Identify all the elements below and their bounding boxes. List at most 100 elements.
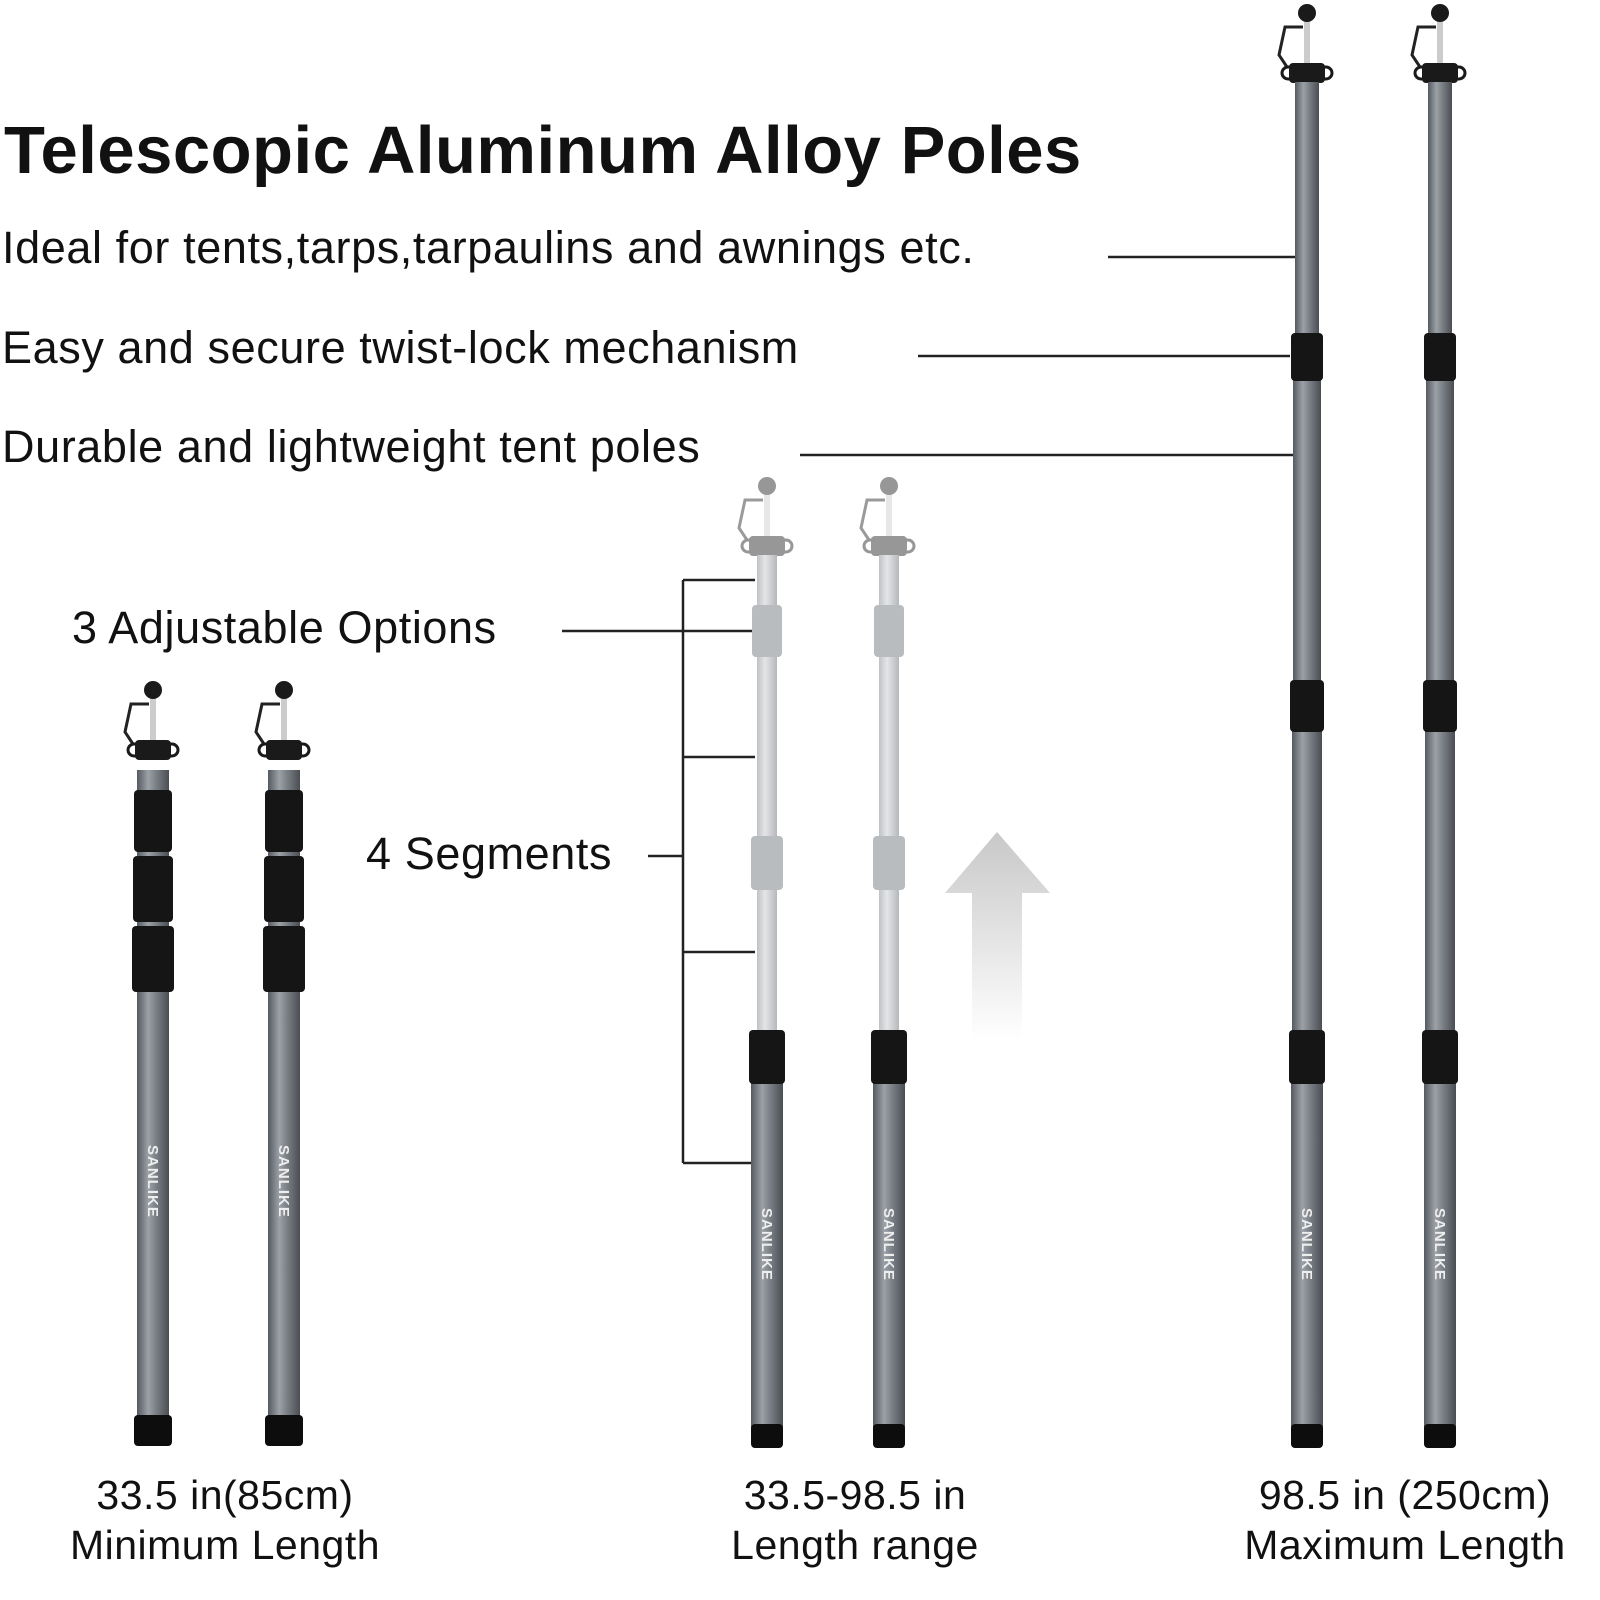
pole-clip	[1277, 25, 1303, 68]
pole-clip	[859, 498, 885, 541]
caption-minimum: 33.5 in(85cm) Minimum Length	[20, 1470, 430, 1570]
brand-logo: SANLIKE	[758, 1208, 775, 1281]
twist-lock-collar	[871, 1030, 907, 1084]
pole-tube	[1425, 700, 1455, 1060]
pole-ring	[1280, 65, 1334, 81]
twist-lock-collar	[1290, 680, 1324, 732]
twist-lock-collar	[264, 856, 304, 922]
pole-cap	[871, 536, 907, 556]
pole-ring	[126, 742, 180, 758]
caption-maximum-label: Maximum Length	[1244, 1522, 1566, 1568]
twist-lock-collar	[752, 605, 782, 657]
pole-tube	[873, 1060, 905, 1430]
up-arrow-icon	[945, 832, 1050, 1040]
feature-twist-lock: Easy and secure twist-lock mechanism	[2, 322, 799, 373]
feature-use: Ideal for tents,tarps,tarpaulins and awn…	[2, 222, 975, 273]
caption-range-label: Length range	[731, 1522, 979, 1568]
pole-ball	[144, 681, 162, 699]
twist-lock-collar	[873, 1424, 905, 1448]
pole-head	[123, 681, 180, 760]
pole-pin	[150, 690, 156, 745]
pole-ball	[275, 681, 293, 699]
feature-durable: Durable and lightweight tent poles	[2, 421, 701, 472]
pole-ball	[880, 477, 898, 495]
pole-tube	[757, 555, 777, 1035]
pole-head	[859, 477, 916, 556]
twist-lock-collar	[751, 836, 783, 890]
pole-tube	[1291, 1060, 1323, 1430]
pole-ball	[1431, 4, 1449, 22]
pole-tube	[1293, 340, 1321, 700]
pole-minimum: SANLIKE	[254, 681, 311, 1446]
pole-head	[254, 681, 311, 760]
caption-range-size: 33.5-98.5 in	[743, 1472, 967, 1518]
brand-logo: SANLIKE	[1298, 1208, 1315, 1281]
pole-ball	[1298, 4, 1316, 22]
caption-minimum-label: Minimum Length	[69, 1522, 381, 1568]
brand-logo: SANLIKE	[1431, 1208, 1448, 1281]
caption-maximum: 98.5 in (250cm) Maximum Length	[1180, 1470, 1600, 1570]
pole-pin	[886, 486, 892, 541]
pole-tube	[879, 555, 899, 1035]
twist-lock-collar	[133, 856, 173, 922]
twist-lock-collar	[134, 790, 172, 852]
brand-logo: SANLIKE	[275, 1145, 292, 1218]
pole-pin	[281, 690, 287, 745]
pole-minimum: SANLIKE	[123, 681, 180, 1446]
twist-lock-collar	[873, 836, 905, 890]
twist-lock-collar	[265, 790, 303, 852]
pole-pin	[764, 486, 770, 541]
twist-lock-collar	[134, 1415, 172, 1446]
pole-range: SANLIKE	[737, 477, 794, 1448]
twist-lock-collar	[1291, 333, 1323, 381]
caption-minimum-size: 33.5 in(85cm)	[96, 1472, 354, 1518]
brand-logo: SANLIKE	[880, 1208, 897, 1281]
pole-head	[1277, 4, 1334, 83]
pole-maximum: SANLIKE	[1277, 4, 1334, 1448]
twist-lock-collar	[749, 1030, 785, 1084]
twist-lock-collar	[263, 926, 305, 992]
pole-ball	[758, 477, 776, 495]
pole-ring	[740, 538, 794, 554]
brand-logo: SANLIKE	[144, 1145, 161, 1218]
twist-lock-collar	[132, 926, 174, 992]
twist-lock-collar	[751, 1424, 783, 1448]
leader-lines	[562, 255, 1295, 1165]
page-title: Telescopic Aluminum Alloy Poles	[4, 113, 1082, 188]
twist-lock-collar	[1422, 1030, 1458, 1084]
pole-cap	[749, 536, 785, 556]
pole-head	[1410, 4, 1467, 83]
twist-lock-collar	[874, 605, 904, 657]
twist-lock-collar	[1423, 680, 1457, 732]
pole-tube	[1426, 340, 1454, 700]
twist-lock-collar	[1424, 1424, 1456, 1448]
pole-tube	[751, 1060, 783, 1430]
pole-head	[737, 477, 794, 556]
twist-lock-collar	[1424, 333, 1456, 381]
twist-lock-collar	[1291, 1424, 1323, 1448]
pole-ring	[862, 538, 916, 554]
pole-tube	[1292, 700, 1322, 1060]
caption-range: 33.5-98.5 in Length range	[640, 1470, 1070, 1570]
pole-tube	[1424, 1060, 1456, 1430]
poles: SANLIKE SANLIKE SANLIKE SANLIKE SANLIKE SANLI…	[123, 4, 1467, 1448]
segments-label: 4 Segments	[366, 828, 613, 879]
pole-pin	[1437, 13, 1443, 68]
pole-pin	[1304, 13, 1310, 68]
pole-clip	[1410, 25, 1436, 68]
pole-clip	[123, 702, 149, 745]
pole-ring	[257, 742, 311, 758]
pole-tube	[1295, 82, 1319, 342]
options-label: 3 Adjustable Options	[72, 602, 497, 653]
pole-tube	[1428, 82, 1452, 342]
pole-ring	[1413, 65, 1467, 81]
pole-range: SANLIKE	[859, 477, 916, 1448]
caption-maximum-size: 98.5 in (250cm)	[1258, 1472, 1552, 1518]
segments-bracket	[681, 578, 755, 1165]
pole-maximum: SANLIKE	[1410, 4, 1467, 1448]
twist-lock-collar	[265, 1415, 303, 1446]
pole-clip	[737, 498, 763, 541]
twist-lock-collar	[1289, 1030, 1325, 1084]
pole-clip	[254, 702, 280, 745]
